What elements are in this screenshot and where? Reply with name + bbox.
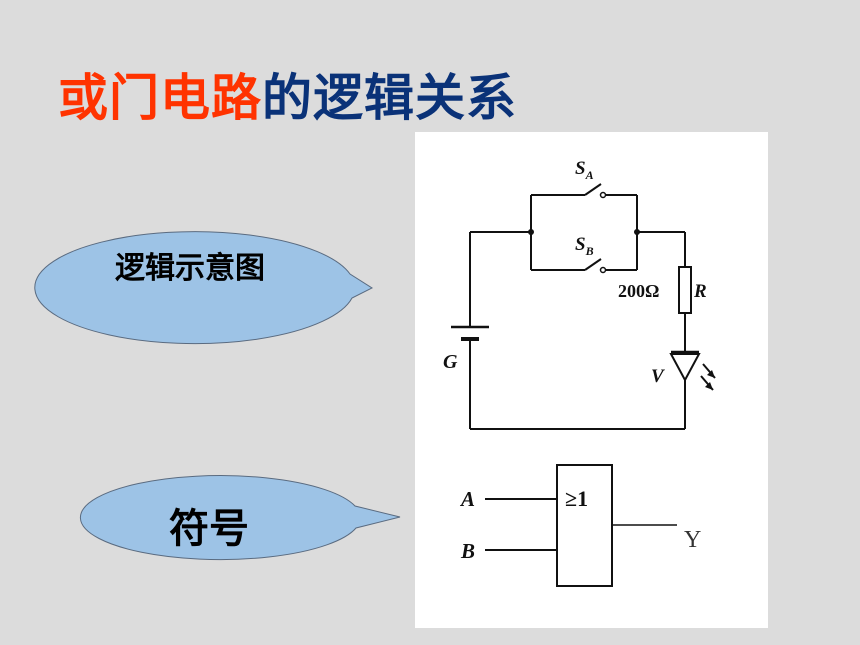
switch-a-label: SA <box>575 158 594 182</box>
resistor <box>678 266 692 314</box>
resistor-value-label: 200Ω <box>618 281 659 301</box>
switch-b-label: SB <box>575 234 594 258</box>
gate-box <box>556 464 613 587</box>
bubble-diagram-label: 逻辑示意图 <box>115 251 265 286</box>
title-blue-part: 的逻辑关系 <box>262 69 517 127</box>
switch-b-contact <box>599 266 607 274</box>
switch-a-contact <box>599 191 607 199</box>
led-triangle <box>669 353 701 383</box>
circuit-diagram: SA SB G V R A B 200Ω ≥1 Y <box>443 158 716 587</box>
junction-right <box>634 229 640 235</box>
gate-input-b-label: B <box>460 539 475 563</box>
gate-output-label: Y <box>684 527 701 553</box>
gate-symbol: ≥1 <box>565 486 588 511</box>
bubble-symbol-shape <box>79 475 401 561</box>
title-red-part: 或门电路 <box>58 69 262 127</box>
switch-b-blade <box>584 258 602 271</box>
battery-label: G <box>443 351 458 373</box>
resistor-name-label: R <box>693 281 707 302</box>
switch-a-blade <box>584 183 602 196</box>
gate-input-a-label: A <box>459 487 475 511</box>
led-arrowhead-2 <box>705 382 713 390</box>
page-title: 或门电路的逻辑关系 <box>58 58 517 130</box>
diagram-panel: SA SB G V R A B 200Ω ≥1 Y <box>415 132 768 628</box>
bubble-symbol-label: 符号 <box>169 506 249 552</box>
junction-left <box>528 229 534 235</box>
bubble-diagram-shape <box>34 231 374 345</box>
led-arrowhead-1 <box>707 370 715 378</box>
led-label: V <box>651 366 665 387</box>
